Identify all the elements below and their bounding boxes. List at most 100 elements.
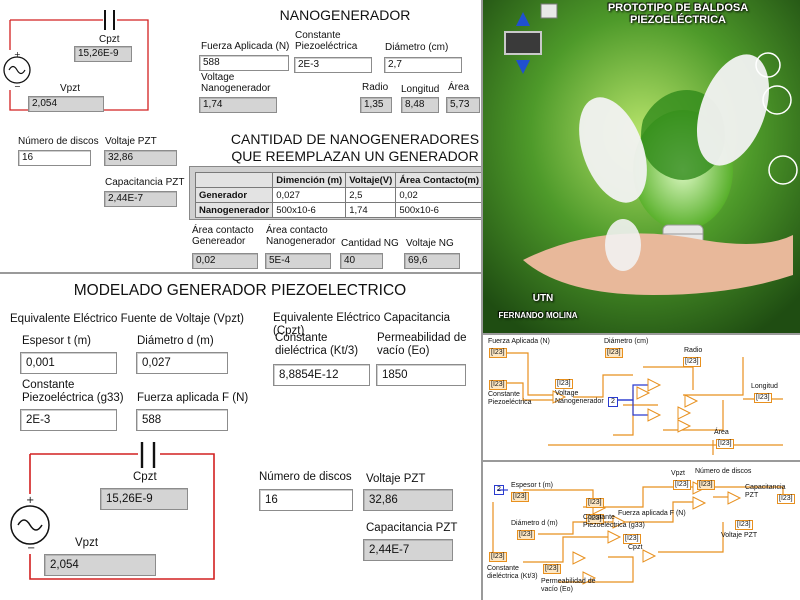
table-cell: 0,027 <box>272 187 347 203</box>
mod-constante-input[interactable]: 2E-3 <box>20 409 117 431</box>
mod-voltaje-pzt-label: Voltaje PZT <box>366 473 426 485</box>
table-cell: 1,74 <box>345 202 397 218</box>
table-cell: 2,5 <box>345 187 397 203</box>
permeabilidad-input[interactable]: 1850 <box>376 364 466 386</box>
cpzt-indicator: 15,26E-9 <box>74 46 132 62</box>
bd-bot-constante-node: [I23] <box>586 514 604 524</box>
mod-fuerza-label: Fuerza aplicada F (N) <box>137 392 249 404</box>
bd-top-area-node: [I23] <box>716 439 734 449</box>
voltage-label: Voltage Nanogenerador <box>201 72 271 94</box>
radio-label: Radio <box>362 82 389 93</box>
table-header-row: Dimención (m) Voltaje(V) Área Contacto(m… <box>194 172 481 188</box>
bd-bot-permeabilidad-node: [I23] <box>543 564 561 574</box>
table-header-cell: Dimención (m) <box>272 172 347 188</box>
bd-bot-discos-label: Número de discos <box>695 468 752 475</box>
cantidad-indicator: 40 <box>340 253 383 269</box>
table-title: CANTIDAD DE NANOGENERADORES QUE REEMPLAZ… <box>230 131 480 164</box>
block-diagram-bottom: 2 Espesor t (m) [I23] Diámetro d (m) [I2… <box>483 462 800 600</box>
constante-input[interactable]: 2E-3 <box>294 57 372 73</box>
nanogenerador-title: NANOGENERADOR <box>279 7 411 23</box>
bd-top-diametro-node: [I23] <box>605 348 623 358</box>
mod-cap-pzt-label: Capacitancia PZT <box>366 522 458 534</box>
bd-top-radio-node: [I23] <box>683 357 701 367</box>
circuit-diagram-large: + − <box>10 442 215 580</box>
block-diagram-bottom-wires <box>492 481 784 585</box>
bd-bot-vpzt-node: [I23] <box>673 480 691 490</box>
bd-bot-fuerza-node: [I23] <box>586 498 604 508</box>
discos-input[interactable]: 16 <box>18 150 91 166</box>
bd-bot-discos-node: [I23] <box>697 480 715 490</box>
bd-top-area-label: Área <box>714 429 729 436</box>
table-row: Nanogenerador 500x10-6 1,74 500x10-6 <box>194 202 481 218</box>
bd-bot-const2: 2 <box>494 485 504 495</box>
table-cell: 0,02 <box>395 187 481 203</box>
table-header-cell: Voltaje(V) <box>345 172 397 188</box>
area-label: Área <box>448 82 470 93</box>
espesor-label: Espesor t (m) <box>22 335 92 347</box>
mod-discos-label: Número de discos <box>259 471 352 483</box>
voltaje-pzt-indicator: 32,86 <box>104 150 177 166</box>
bd-bot-vpzt-label: Vpzt <box>671 470 686 477</box>
modelado-title: MODELADO GENERADOR PIEZOELECTRICO <box>73 282 407 299</box>
cap-pzt-indicator: 2,44E-7 <box>104 191 177 207</box>
voltaje-pzt-label: Voltaje PZT <box>105 136 157 147</box>
bd-bot-diametro-label: Diámetro d (m) <box>511 520 558 527</box>
bd-top-fuerza-label: Fuerza Aplicada (N) <box>488 338 550 345</box>
fuerza-input[interactable]: 588 <box>199 55 289 71</box>
voltage-indicator: 1,74 <box>199 97 277 113</box>
radio-indicator: 1,35 <box>360 97 392 113</box>
photo-panel: PROTOTIPO DE BALDOSA PIEZOELÉCTRICA UTN … <box>483 0 800 333</box>
cpzt-label: Cpzt <box>99 34 120 45</box>
dielectrica-input[interactable]: 8,8854E-12 <box>273 364 370 386</box>
longitud-label: Longitud <box>401 84 440 95</box>
dielectrica-label: Constante dieléctrica (Kt/3) <box>275 332 359 357</box>
table-header-cell: Área Contacto(m) <box>395 172 481 188</box>
bd-bot-espesor-node: [I23] <box>511 492 529 502</box>
mod-vpzt-indicator: 2,054 <box>44 554 156 576</box>
block-diagram-top: Fuerza Aplicada (N) [I23] [I23] Constant… <box>483 335 800 460</box>
diametro-input[interactable]: 2,7 <box>384 57 462 73</box>
svg-text:+: + <box>26 495 34 506</box>
mod-diametro-label: Diámetro d (m) <box>137 335 214 347</box>
bd-bot-espesor-label: Espesor t (m) <box>511 482 554 489</box>
photo-org: UTN <box>532 293 554 304</box>
mod-fuerza-input[interactable]: 588 <box>136 409 228 431</box>
bd-bot-voltaje-pzt-node: [I23] <box>735 520 753 530</box>
photo-title: PROTOTIPO DE BALDOSA PIEZOELÉCTRICA <box>607 2 749 26</box>
bd-bot-permeabilidad-label: Permeabilidad de vacío (Eo) <box>541 578 596 593</box>
longitud-indicator: 8,48 <box>401 97 439 113</box>
mod-constante-label: Constante Piezoeléctrica (g33) <box>22 379 124 404</box>
bd-top-radio-label: Radio <box>684 347 703 354</box>
voltaje-ng-indicator: 69,6 <box>404 253 460 269</box>
bd-top-fuerza-node: [I23] <box>489 348 507 358</box>
table-cell: Generador <box>194 187 274 203</box>
diametro-label: Diámetro (cm) <box>385 42 449 53</box>
mod-diametro-input[interactable]: 0,027 <box>136 352 228 374</box>
cap-pzt-label: Capacitancia PZT <box>105 177 185 188</box>
cap-header: Equivalente Eléctrico Capacitancia (Cpzt… <box>273 312 451 337</box>
mod-cpzt-indicator: 15,26E-9 <box>100 488 188 510</box>
photo-illustration <box>483 0 800 333</box>
bd-bot-fuerza-label: Fuerza aplicada F (N) <box>618 510 686 517</box>
bd-top-constante-label: Constante Piezoeléctrica <box>488 391 532 406</box>
table-cell: 500x10-6 <box>395 202 481 218</box>
bd-top-longitud-node: [I23] <box>754 393 772 403</box>
bd-top-voltage-node: [I23] <box>555 379 573 389</box>
svg-text:−: − <box>27 543 35 554</box>
vpzt-label: Vpzt <box>60 83 81 94</box>
table-header-cell <box>194 172 274 188</box>
mod-cap-pzt-indicator: 2,44E-7 <box>363 539 453 561</box>
voltaje-ng-label: Voltaje NG <box>406 238 454 249</box>
svg-text:+: + <box>14 50 21 59</box>
bd-top-constante-node: [I23] <box>489 380 507 390</box>
bd-bot-dielectrica-node: [I23] <box>489 552 507 562</box>
mod-discos-input[interactable]: 16 <box>259 489 353 511</box>
svg-text:−: − <box>14 82 21 91</box>
bd-bot-cpzt-node: [I23] <box>623 534 641 544</box>
fuente-header: Equivalente Eléctrico Fuente de Voltaje … <box>10 313 244 325</box>
area-gen-label: Área contacto Genereador <box>192 225 254 247</box>
circuit-diagram-small: + − <box>2 10 149 111</box>
espesor-input[interactable]: 0,001 <box>20 352 117 374</box>
bd-bot-voltaje-pzt-label: Voltaje PZT <box>721 532 758 539</box>
table-row: Generador 0,027 2,5 0,02 <box>194 187 481 203</box>
